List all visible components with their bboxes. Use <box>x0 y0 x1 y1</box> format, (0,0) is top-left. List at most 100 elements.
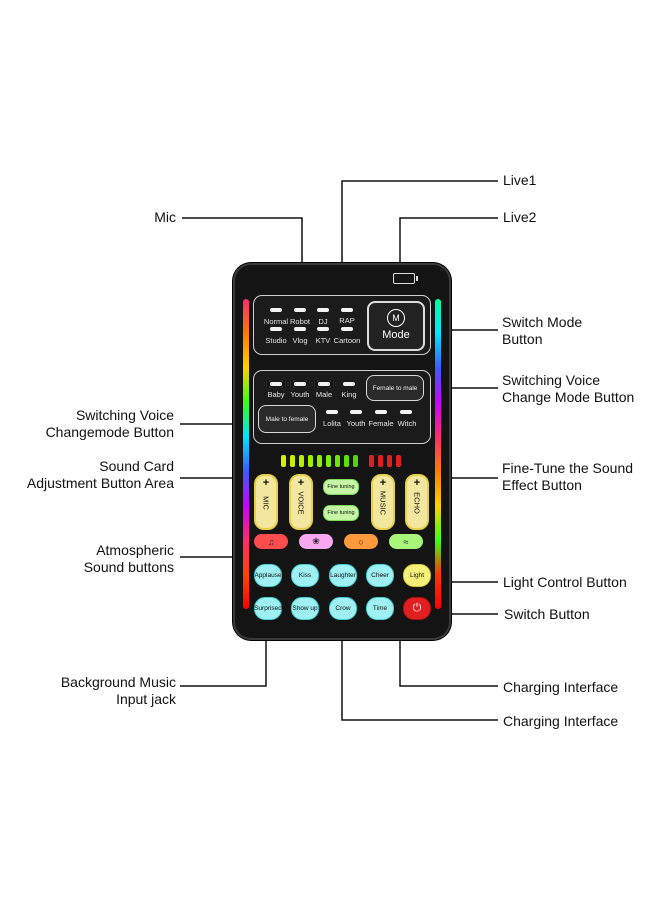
female-to-male-button[interactable]: Female to male <box>366 375 424 401</box>
callout-line-1: Switch Mode <box>502 314 583 330</box>
callout-charging-interface-2: Charging Interface <box>503 713 618 730</box>
callout-line-2: Changemode Button <box>45 424 174 440</box>
voice-label-king: King <box>341 390 357 399</box>
mode-indicator <box>294 327 306 331</box>
callout-line-2: Change Mode Button <box>502 389 635 405</box>
callout-charging-interface-1: Charging Interface <box>503 679 618 696</box>
voice-label-baby: Baby <box>267 390 285 399</box>
mic-leader-line <box>182 217 303 263</box>
mode-label-vlog: Vlog <box>292 336 308 345</box>
level-led <box>335 455 340 467</box>
surprised-button[interactable]: Surprised <box>254 597 282 620</box>
atmosphere-button-music[interactable]: ♫ <box>254 534 288 549</box>
callout-background-music: Background Music Input jack <box>61 674 176 708</box>
callout-line-2: Effect Button <box>502 477 582 493</box>
left-rgb-light-strip <box>243 299 249 609</box>
laughter-button[interactable]: Laughter <box>329 564 357 587</box>
atmosphere-button-waveform[interactable]: ≈ <box>389 534 423 549</box>
waveform-icon: ≈ <box>403 536 409 547</box>
atmosphere-button-headphones[interactable]: ○ <box>344 534 378 549</box>
callout-mic-text: Mic <box>154 209 176 225</box>
callout-charging-text: Charging Interface <box>503 679 619 695</box>
kiss-button[interactable]: Kiss <box>291 564 319 587</box>
callout-sound-card: Sound Card Adjustment Button Area <box>27 458 174 492</box>
voice-label-female: Female <box>368 419 394 428</box>
callout-charging-text: Charging Interface <box>503 713 619 729</box>
voice-indicator <box>343 382 355 386</box>
show-up-button[interactable]: Show up <box>291 597 319 620</box>
power-icon: ⏻ <box>412 602 422 614</box>
mode-indicator <box>270 327 282 331</box>
bg-music-leader-line <box>180 640 267 687</box>
mode-indicator <box>317 308 329 312</box>
figure-icon: ❀ <box>312 536 320 546</box>
callout-line-1: Background Music <box>60 674 176 690</box>
right-rgb-light-strip <box>435 299 441 609</box>
level-led <box>290 455 295 467</box>
echo-volume-slider[interactable]: + ECHO <box>405 474 429 530</box>
voice-label-youth: Youth <box>290 390 310 399</box>
callout-light-control: Light Control Button <box>503 574 627 591</box>
level-led <box>326 455 331 467</box>
light-control-button[interactable]: Light <box>403 564 431 587</box>
headphones-icon: ○ <box>358 536 364 547</box>
mode-label-studio: Studio <box>265 336 287 345</box>
live1-leader-line <box>341 180 498 263</box>
callout-live1: Live1 <box>503 172 536 189</box>
cheer-button[interactable]: Cheer <box>366 564 394 587</box>
mode-icon: M <box>387 309 405 327</box>
callout-line-2: Sound buttons <box>83 559 174 575</box>
applause-button[interactable]: Applause <box>254 564 282 587</box>
charging-2-leader-line <box>341 640 498 721</box>
level-led <box>317 455 322 467</box>
callout-line-1: Fine-Tune the Sound <box>502 460 634 476</box>
level-led <box>378 455 383 467</box>
slider-label: MUSIC <box>378 490 388 516</box>
mode-label-ktv: KTV <box>315 336 331 345</box>
male-to-female-button[interactable]: Male to female <box>258 405 316 433</box>
slider-label: MIC <box>261 496 271 510</box>
time-button[interactable]: Time <box>366 597 394 620</box>
voice-indicator <box>294 382 306 386</box>
callout-mic: Mic <box>154 209 176 226</box>
mode-indicator <box>317 327 329 331</box>
crow-button[interactable]: Crow <box>329 597 357 620</box>
voice-change-panel: Baby Youth Male King Female to male Male… <box>253 370 431 444</box>
mic-volume-slider[interactable]: + MIC <box>254 474 278 530</box>
mode-indicator <box>270 308 282 312</box>
music-note-icon: ♫ <box>267 536 275 547</box>
mode-indicator <box>341 308 353 312</box>
level-led <box>387 455 392 467</box>
voice-indicator <box>318 382 330 386</box>
fine-tuning-button-2[interactable]: Fine tuning <box>323 505 359 521</box>
voice-changer-device: Normal Robot DJ RAP Studio Vlog KTV Cart… <box>233 263 451 640</box>
callout-light-control-text: Light Control Button <box>503 574 627 590</box>
callout-line-2: Input jack <box>116 691 176 707</box>
battery-icon <box>393 273 418 284</box>
mode-label-dj: DJ <box>318 317 328 326</box>
level-led <box>344 455 349 467</box>
mode-indicator <box>294 308 306 312</box>
callout-switch-button-text: Switch Button <box>504 606 590 622</box>
music-volume-slider[interactable]: + MUSIC <box>371 474 395 530</box>
plus-icon: + <box>262 477 270 489</box>
fine-tuning-button-1[interactable]: Fine tuning <box>323 479 359 495</box>
callout-line-1: Atmospheric <box>96 542 174 558</box>
callout-line-2: Adjustment Button Area <box>26 475 174 491</box>
plus-icon: + <box>379 477 387 489</box>
mode-label-cartoon: Cartoon <box>333 336 361 345</box>
callout-fine-tune: Fine-Tune the Sound Effect Button <box>502 460 633 494</box>
callout-line-2: Button <box>502 331 543 347</box>
power-button[interactable]: ⏻ <box>403 597 431 620</box>
mode-label-robot: Robot <box>289 317 310 326</box>
voice-indicator <box>270 382 282 386</box>
atmosphere-button-figure[interactable]: ❀ <box>299 534 333 549</box>
level-led <box>281 455 286 467</box>
voice-indicator <box>400 410 412 414</box>
slider-label: VOICE <box>296 491 306 515</box>
voice-volume-slider[interactable]: + VOICE <box>289 474 313 530</box>
mode-button[interactable]: M Mode <box>367 301 425 351</box>
level-led <box>369 455 374 467</box>
level-led <box>299 455 304 467</box>
plus-icon: + <box>413 477 421 489</box>
